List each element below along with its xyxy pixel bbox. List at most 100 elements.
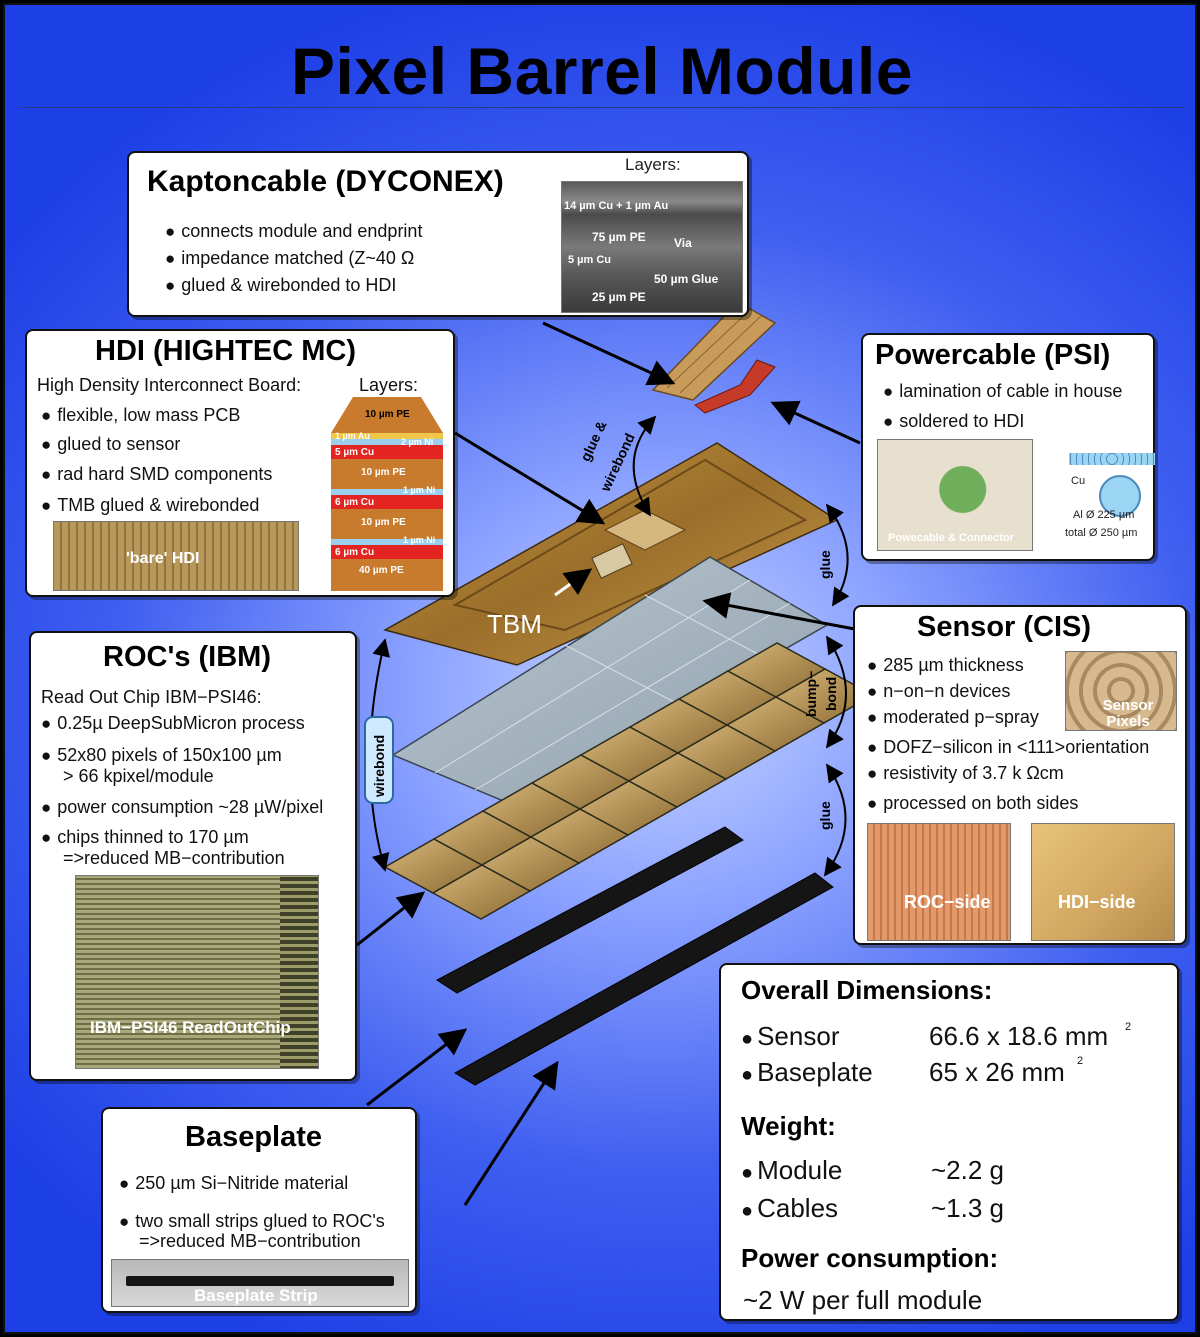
weight-module-value: ~2.2 g [931, 1155, 1005, 1185]
kapton-layer-1: 14 µm Cu + 1 µm Au [564, 200, 669, 212]
kapton-layers-photo: 14 µm Cu + 1 µm Au 75 µm PE Via 5 µm Cu … [561, 181, 743, 313]
glue-label-1: glue [817, 550, 833, 579]
hdi-bare-photo: 'bare' HDI [53, 521, 299, 591]
hdi-bullet-3: rad hard SMD components [41, 464, 272, 485]
dims-baseplate-unit-sup: 2 [1077, 1055, 1084, 1067]
dims-sensor-unit-sup: 2 [1125, 1021, 1132, 1033]
baseplate-bullet-1: 250 µm Si−Nitride material [119, 1173, 348, 1194]
sensor-part [391, 556, 829, 806]
kapton-cable-part [651, 301, 777, 401]
roc-box: ROC's (IBM) Read Out Chip IBM−PSI46: 0.2… [29, 631, 357, 1081]
powercable-cu-label: Cu [1071, 475, 1086, 487]
powercable-total-label: total Ø 250 µm [1065, 527, 1138, 539]
roc-array-part [383, 642, 875, 920]
hdi-layers-stack: 10 µm PE 1 µm Au 2 µm Ni 5 µm Cu 10 µm P… [331, 397, 443, 593]
sensor-roc-side-label: ROC−side [904, 892, 991, 912]
sensor-hdi-side-label: HDI−side [1058, 892, 1136, 912]
dims-title: Overall Dimensions: [741, 975, 993, 1005]
cable-cross-section-icon [1099, 475, 1141, 517]
sensor-title: Sensor (CIS) [917, 611, 1092, 643]
poster: Pixel Barrel Module [3, 3, 1197, 1334]
hdi-layer-8: 10 µm PE [361, 517, 406, 528]
hdi-layer-10: 6 µm Cu [335, 547, 375, 558]
weight-cables-value: ~1.3 g [931, 1193, 1005, 1223]
kapton-layer-5: 25 µm PE [592, 290, 646, 304]
weight-module-label: Module [741, 1155, 842, 1188]
title-divider [19, 107, 1185, 108]
powercable-box: Powercable (PSI) lamination of cable in … [861, 333, 1155, 561]
baseplate-strip-photo: Baseplate Strip [111, 1259, 409, 1307]
roc-bullet-4-cont: =>reduced MB−contribution [63, 848, 285, 868]
roc-title: ROC's (IBM) [103, 641, 271, 673]
hdi-layer-4: 5 µm Cu [335, 447, 375, 458]
hdi-board-part: TBM [383, 442, 839, 666]
hdi-layer-2: 1 µm Au [335, 431, 370, 441]
power-title: Power consumption: [741, 1243, 999, 1273]
baseplate-bullet-2-cont: =>reduced MB−contribution [139, 1231, 361, 1251]
powercable-photo: Powecable & Connector [877, 439, 1033, 551]
weight-title: Weight: [741, 1111, 836, 1141]
kapton-layer-3: 5 µm Cu [568, 254, 612, 266]
kapton-layers-label: Layers: [625, 155, 681, 174]
hdi-layer-11: 40 µm PE [359, 565, 404, 576]
baseplate-strips-part [436, 826, 834, 1086]
sensor-box: Sensor (CIS) 285 µm thickness n−on−n dev… [853, 605, 1187, 945]
hdi-layer-3: 2 µm Ni [401, 437, 434, 447]
baseplate-photo-label: Baseplate Strip [194, 1286, 318, 1305]
module-exploded-diagram: TBM [356, 301, 875, 1206]
page-title: Pixel Barrel Module [290, 34, 914, 108]
hdi-layer-1: 10 µm PE [365, 409, 410, 420]
kapton-layer-4: 50 µm Glue [654, 272, 719, 286]
powercable-bullet-2: soldered to HDI [883, 411, 1024, 432]
power-cable-part [694, 359, 776, 414]
baseplate-bullet-2: two small strips glued to ROC's [119, 1211, 385, 1232]
sensor-bullet-2: n−on−n devices [867, 681, 1010, 702]
sensor-roc-side-photo: ROC−side [867, 823, 1011, 941]
kapton-bullet-3: glued & wirebonded to HDI [165, 275, 396, 296]
powercable-al-label: Al Ø 225 µm [1073, 509, 1135, 521]
dims-baseplate-label: Baseplate [741, 1057, 873, 1090]
hdi-layers-label: Layers: [359, 375, 419, 395]
hdi-layer-6: 1 µm Ni [403, 485, 436, 495]
hdi-bare-label: 'bare' HDI [126, 550, 200, 567]
roc-bullet-2: 52x80 pixels of 150x100 µm [41, 745, 282, 766]
sensor-bullet-5: resistivity of 3.7 k Ωcm [867, 763, 1064, 784]
sensor-bullet-3: moderated p−spray [867, 707, 1039, 728]
power-value: ~2 W per full module [743, 1285, 983, 1315]
powercable-bullet-1: lamination of cable in house [883, 381, 1122, 402]
roc-photo-label: IBM−PSI46 ReadOutChip [90, 1018, 291, 1037]
sensor-bullet-1: 285 µm thickness [867, 655, 1023, 676]
kapton-layer-via: Via [674, 236, 692, 250]
tbm-label: TBM [487, 609, 542, 639]
roc-bullet-3: power consumption ~28 µW/pixel [41, 797, 323, 818]
bump-bond-label-1: bump− [803, 670, 819, 717]
hdi-layer-7: 6 µm Cu [335, 497, 375, 508]
hdi-bullet-2: glued to sensor [41, 434, 180, 455]
hdi-box: HDI (HIGHTEC MC) High Density Interconne… [25, 329, 455, 597]
kapton-title: Kaptoncable (DYCONEX) [147, 165, 504, 198]
sensor-bullet-4: DOFZ−silicon in <111>orientation [867, 737, 1149, 758]
roc-subtitle: Read Out Chip IBM−PSI46: [41, 687, 262, 707]
dims-baseplate-value: 65 x 26 mm [929, 1057, 1065, 1087]
baseplate-title: Baseplate [185, 1121, 323, 1153]
roc-bullet-4: chips thinned to 170 µm [41, 827, 249, 848]
hdi-bullet-1: flexible, low mass PCB [41, 405, 240, 426]
cable-strand-row [1069, 453, 1155, 465]
powercable-title: Powercable (PSI) [875, 339, 1111, 371]
wirebond-label: wirebond [371, 734, 387, 797]
roc-chip-photo: IBM−PSI46 ReadOutChip [75, 875, 319, 1069]
kapton-bullet-1: connects module and endprint [165, 221, 422, 242]
pointer-arrows [356, 321, 861, 1206]
powercable-photo-label: Powecable & Connector [888, 532, 1014, 544]
roc-bullet-2-cont: > 66 kpixel/module [63, 766, 214, 786]
sensor-pixels-label: Sensor Pixels [1102, 697, 1154, 730]
bump-bond-label-2: bond [823, 676, 839, 711]
hdi-layer-5: 10 µm PE [361, 467, 406, 478]
weight-cables-label: Cables [741, 1193, 838, 1226]
kapton-bullet-2: impedance matched (Z~40 Ω [165, 248, 414, 269]
sensor-pixels-photo: Sensor Pixels [1065, 651, 1177, 731]
roc-bullet-1: 0.25µ DeepSubMicron process [41, 713, 305, 734]
hdi-bullet-4: TMB glued & wirebonded [41, 495, 259, 516]
dims-sensor-value: 66.6 x 18.6 mm [929, 1021, 1109, 1051]
hdi-title: HDI (HIGHTEC MC) [95, 335, 356, 367]
